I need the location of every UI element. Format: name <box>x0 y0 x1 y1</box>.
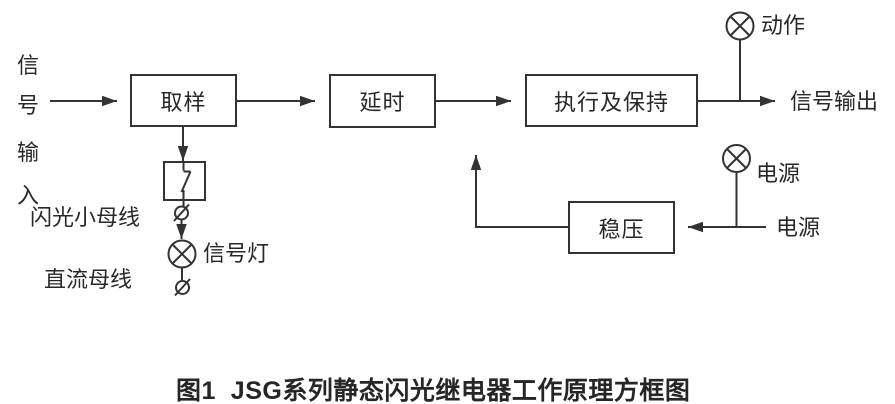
block-delay: 延时 <box>329 74 436 128</box>
power-source-label: 电源 <box>776 215 821 240</box>
terminal-icon <box>174 278 191 297</box>
signal-input-label-char: 输 <box>17 140 40 165</box>
switch-contact-icon <box>163 161 206 206</box>
signal-output-label: 信号输出 <box>790 89 879 114</box>
block-sampling: 取样 <box>130 74 237 127</box>
signal-lamp-label: 信号灯 <box>203 241 270 266</box>
flash-bus-label: 闪光小母线 <box>30 205 141 230</box>
action-lamp-icon <box>725 11 755 41</box>
block-regulator: 稳压 <box>568 201 675 254</box>
power-lamp-icon <box>722 144 751 173</box>
signal-input-label-char: 号 <box>17 93 40 118</box>
signal-input-label-char: 信 <box>17 53 40 78</box>
signal-lamp-icon <box>167 239 197 269</box>
action-lamp-label: 动作 <box>761 13 806 38</box>
signal-input-label-char: 入 <box>17 183 40 208</box>
block-execute-hold: 执行及保持 <box>525 74 698 127</box>
terminal-icon <box>173 203 190 222</box>
figure-caption: 图1 JSG系列静态闪光继电器工作原理方框图 <box>176 377 691 404</box>
connector-regulator-to-execute <box>470 155 568 228</box>
power-lamp-label: 电源 <box>756 161 801 186</box>
dc-bus-label: 直流母线 <box>44 267 133 292</box>
